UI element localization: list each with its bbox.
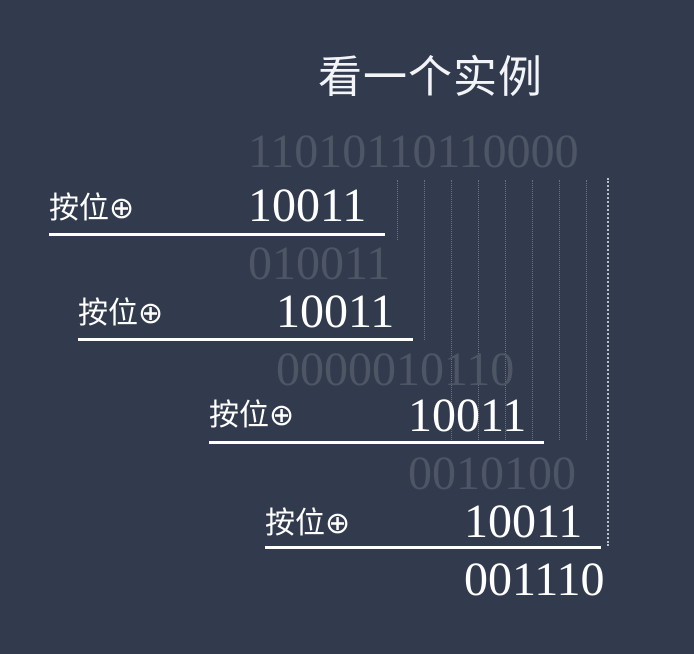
xor-operator-label: 按位⊕	[49, 191, 135, 226]
xor-operator-label: 按位⊕	[78, 296, 164, 331]
column-guide	[424, 180, 425, 340]
slide-title: 看一个实例	[318, 52, 543, 103]
subtraction-rule	[49, 233, 385, 236]
divisor: 10011	[248, 179, 367, 232]
xor-operator-label: 按位⊕	[209, 398, 295, 433]
column-guide	[586, 180, 587, 440]
column-guide	[397, 180, 398, 240]
dividend: 11010110110000	[248, 125, 579, 178]
divisor: 10011	[464, 495, 583, 548]
divisor: 10011	[408, 389, 527, 442]
xor-operator-label: 按位⊕	[265, 506, 351, 541]
column-guide	[505, 180, 506, 440]
subtraction-rule	[209, 441, 544, 444]
subtraction-rule	[265, 546, 601, 549]
column-guide	[607, 178, 609, 546]
remainder: 001110	[464, 553, 605, 606]
partial-result: 0000010110	[276, 343, 515, 396]
divisor: 10011	[276, 285, 395, 338]
partial-result: 0010100	[408, 447, 576, 500]
column-guide	[451, 180, 452, 440]
partial-result: 010011	[248, 237, 391, 290]
column-guide	[532, 180, 533, 440]
column-guide	[559, 180, 560, 440]
subtraction-rule	[78, 338, 413, 341]
column-guide	[478, 180, 479, 440]
